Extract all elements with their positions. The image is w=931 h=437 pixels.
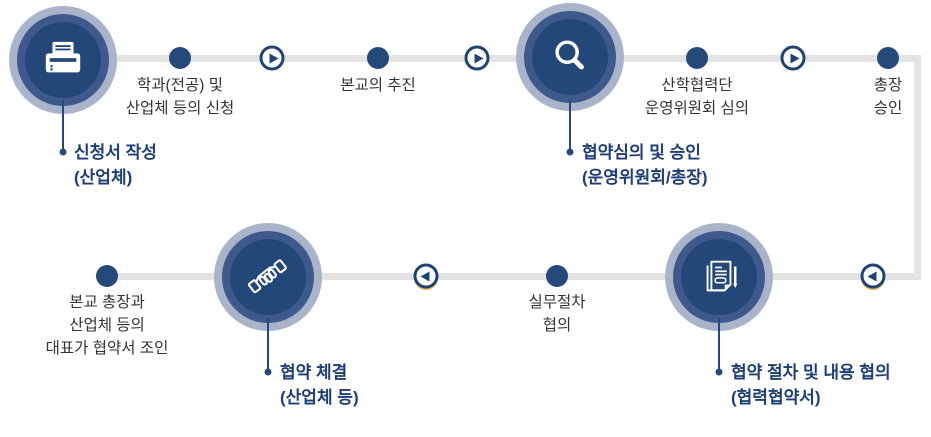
printer-icon — [45, 41, 81, 73]
substep-line: 협의 — [542, 317, 572, 334]
milestone-title: 협약 절차 및 내용 협의 — [731, 363, 891, 382]
milestone-label-application: 신청서 작성 (산업체) — [74, 140, 157, 190]
step-dot-signing-ceremony — [96, 265, 118, 287]
circle-core — [532, 19, 608, 95]
substep-line: 총장 — [873, 77, 903, 94]
circle-mid-ring — [222, 231, 314, 323]
connector-line — [718, 318, 720, 372]
milestone-subtitle: (협력협약서) — [731, 388, 821, 407]
circle-mid-ring — [524, 11, 616, 103]
connector-line — [267, 318, 269, 372]
milestone-subtitle: (산업체) — [74, 168, 133, 187]
step-dot-committee-review — [686, 47, 708, 69]
milestone-circle-application — [9, 6, 117, 114]
arrow-right-icon — [780, 45, 806, 71]
circle-mid-ring — [673, 231, 765, 323]
circle-outer-ring — [516, 3, 624, 111]
milestone-title: 협약심의 및 승인 — [582, 143, 701, 162]
milestone-circle-procedure-consult — [665, 223, 773, 331]
substep-label-president-approval: 총장 승인 — [874, 74, 903, 120]
substep-label-university-promotion: 본교의 추진 — [340, 74, 416, 97]
milestone-circle-signing — [214, 223, 322, 331]
label-bullet — [566, 148, 574, 156]
flow-line-top — [63, 55, 921, 62]
triangle-right — [474, 53, 483, 63]
substep-line: 산업체 등의 — [69, 317, 145, 334]
milestone-label-review-approval: 협약심의 및 승인 (운영위원회/총장) — [582, 140, 708, 190]
substep-line: 산업체 등의 신청 — [125, 100, 235, 117]
substep-label-committee-review: 산학협력단 운영위원회 심의 — [645, 74, 749, 120]
document-pen-icon — [706, 260, 738, 292]
handshake-icon — [247, 259, 287, 294]
label-bullet — [715, 368, 723, 376]
milestone-subtitle: (운영위원회/총장) — [582, 168, 708, 187]
milestone-circle-review-approval — [516, 3, 624, 111]
circle-mid-ring — [17, 14, 109, 106]
substep-line: 산학협력단 — [661, 77, 733, 94]
arrow-right-icon — [259, 45, 285, 71]
circle-core — [681, 239, 757, 315]
triangle-left — [420, 271, 429, 281]
substep-line: 본교의 추진 — [340, 77, 416, 94]
triangle-right — [269, 53, 278, 63]
connector-line — [569, 100, 571, 152]
label-bullet — [264, 368, 272, 376]
substep-line: 대표가 협약서 조인 — [45, 340, 169, 357]
substep-line: 실무절차 — [528, 294, 586, 311]
step-dot-working-consult — [546, 265, 568, 287]
substep-line: 학과(전공) 및 — [137, 77, 223, 94]
circle-core — [25, 22, 101, 98]
arrow-left-icon — [413, 263, 439, 289]
label-bullet — [59, 148, 67, 156]
milestone-subtitle: (산업체 등) — [280, 388, 359, 407]
substep-line: 승인 — [873, 100, 903, 117]
substep-label-department-request: 학과(전공) 및 산업체 등의 신청 — [126, 74, 234, 120]
flow-line-bottom — [107, 273, 921, 280]
substep-label-signing-ceremony: 본교 총장과 산업체 등의 대표가 협약서 조인 — [46, 291, 169, 360]
circle-outer-ring — [665, 223, 773, 331]
arrow-left-icon — [860, 263, 886, 289]
milestone-label-signing: 협약 체결 (산업체 등) — [280, 360, 359, 410]
substep-line: 본교 총장과 — [69, 294, 145, 311]
triangle-left — [867, 271, 876, 281]
circle-core — [230, 239, 306, 315]
substep-line: 운영위원회 심의 — [644, 100, 750, 117]
step-dot-university-promotion — [367, 47, 389, 69]
magnifier-icon — [555, 40, 584, 70]
step-dot-president-approval — [877, 47, 899, 69]
milestone-label-procedure-consult: 협약 절차 및 내용 협의 (협력협약서) — [731, 360, 891, 410]
flow-line-right-vertical — [914, 55, 921, 280]
step-dot-department-request — [169, 47, 191, 69]
triangle-right — [790, 53, 799, 63]
circle-outer-ring — [214, 223, 322, 331]
connector-line — [62, 100, 64, 152]
substep-label-working-consult: 실무절차 협의 — [528, 291, 585, 337]
circle-outer-ring — [9, 6, 117, 114]
arrow-right-icon — [464, 45, 490, 71]
milestone-title: 협약 체결 — [280, 363, 348, 382]
milestone-title: 신청서 작성 — [74, 143, 157, 162]
